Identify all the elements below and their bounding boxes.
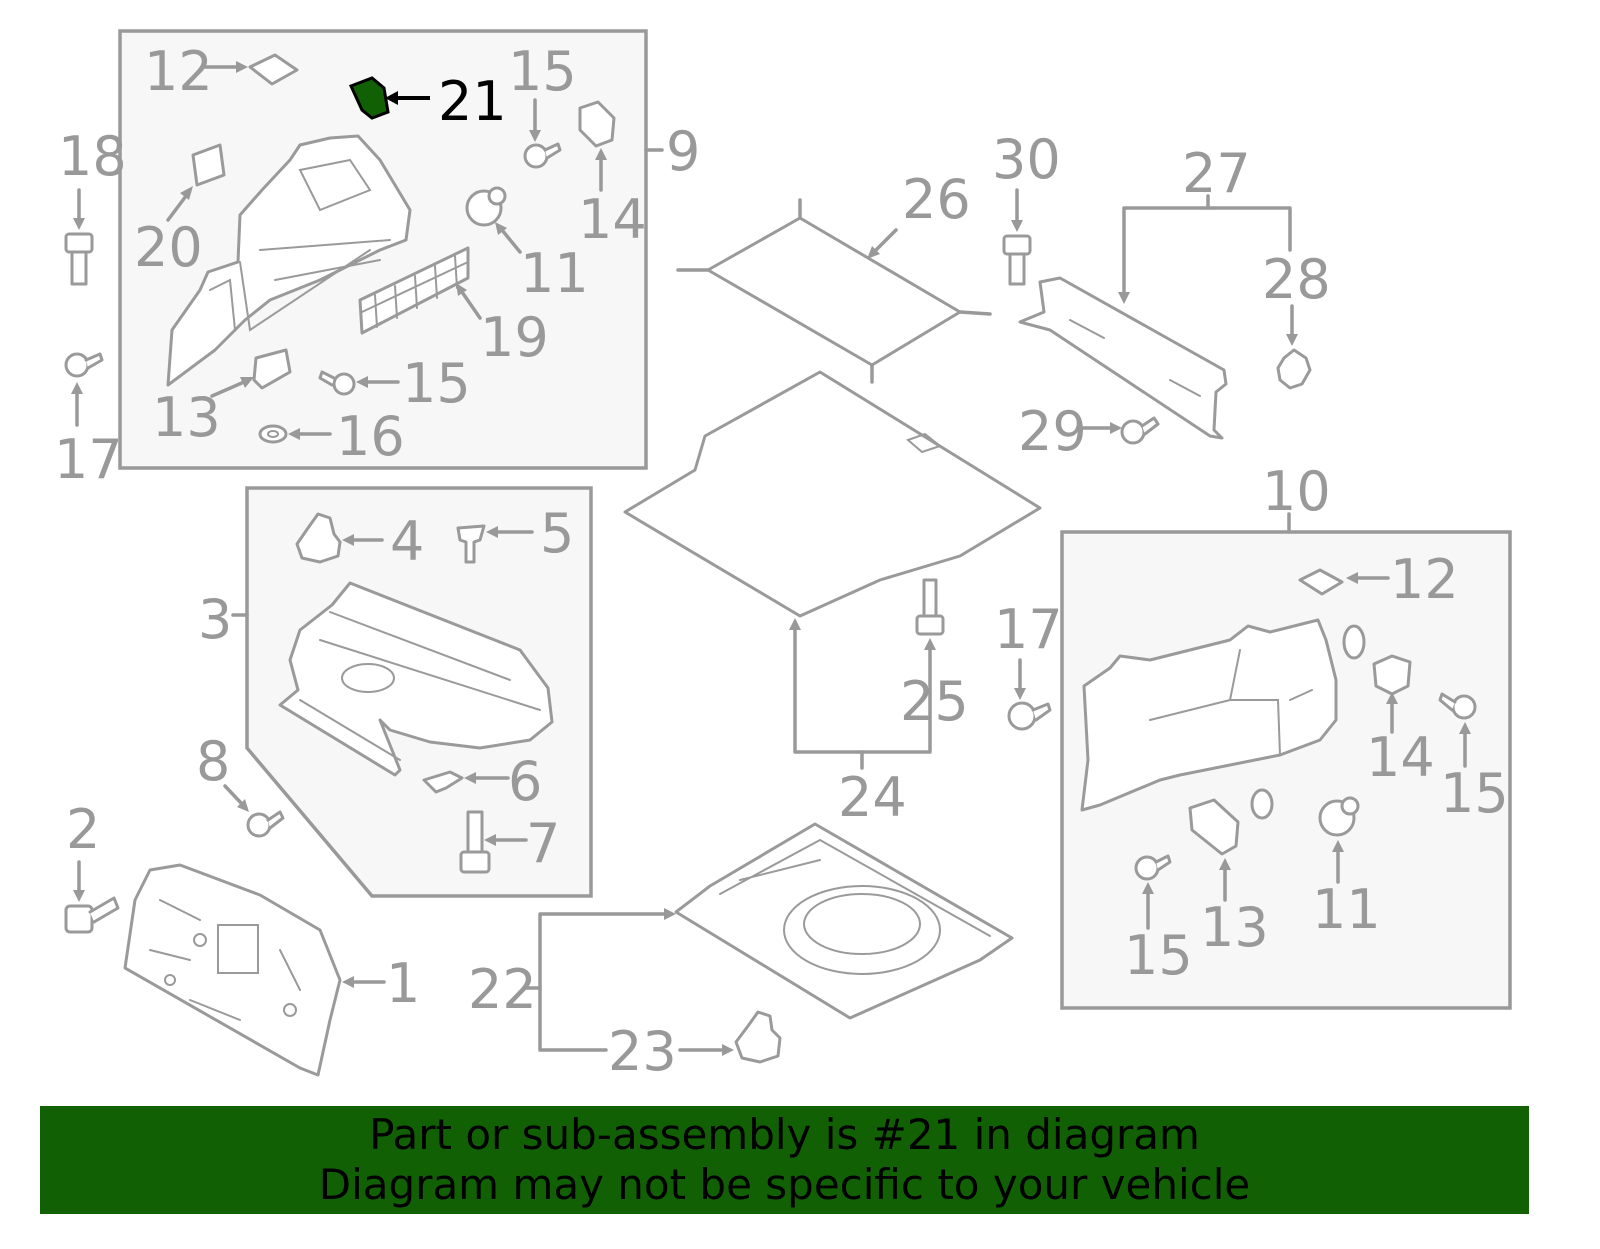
- part-20-bracket: [191, 143, 226, 187]
- part-19-mesh-panel: [358, 246, 470, 335]
- callout-13-right: 13: [1200, 896, 1269, 959]
- callout-8: 8: [196, 730, 230, 793]
- part-5-pin: [456, 524, 486, 564]
- part-12-clip-left: [248, 53, 299, 86]
- part-28-clip: [1276, 348, 1312, 390]
- right-oval-grommet-top: [1342, 624, 1366, 660]
- callout-12-left: 12: [144, 40, 213, 103]
- callout-1: 1: [386, 952, 420, 1015]
- part-15-screw-left-top: [523, 142, 562, 169]
- callout-29: 29: [1018, 400, 1087, 463]
- callout-10: 10: [1262, 460, 1331, 523]
- callout-17-right: 17: [994, 598, 1063, 661]
- callout-19: 19: [480, 306, 549, 369]
- callout-15-left-lower: 15: [402, 352, 471, 415]
- callout-11-right: 11: [1312, 878, 1381, 941]
- part-26-tonneau-cover: [676, 198, 992, 384]
- box-right-trim-group-10: [1060, 530, 1512, 1010]
- part-12-clip-right: [1298, 568, 1344, 596]
- part-11-fastener-left: [465, 186, 507, 227]
- part-11-fastener-right: [1318, 796, 1360, 837]
- callout-5: 5: [540, 502, 574, 565]
- callout-7: 7: [526, 812, 560, 875]
- callout-14-left: 14: [578, 188, 647, 251]
- callout-15-top-left: 15: [508, 40, 577, 103]
- part-17-screw-right: [1007, 701, 1052, 731]
- part-17-screw-left: [64, 352, 104, 378]
- callout-25: 25: [900, 670, 969, 733]
- part-29-screw: [1120, 416, 1160, 445]
- callout-27: 27: [1182, 142, 1251, 205]
- callout-2: 2: [66, 798, 100, 861]
- part-14-grommet-left: [578, 100, 616, 148]
- left-quarter-trim-panel: [166, 134, 412, 387]
- info-banner: Part or sub-assembly is #21 in diagram D…: [40, 1106, 1529, 1214]
- callout-15-right-lower: 15: [1124, 924, 1193, 987]
- callout-26: 26: [902, 168, 971, 231]
- part-8-screw: [246, 810, 285, 838]
- callout-4: 4: [390, 510, 424, 573]
- callout-13-left: 13: [152, 386, 221, 449]
- callout-22: 22: [468, 958, 537, 1021]
- part-13-grommet-left: [252, 348, 292, 390]
- banner-line-2: Diagram may not be specific to your vehi…: [318, 1160, 1251, 1209]
- callout-numbers: 12 21 15 9 18 20 14 11 19 15 13 16 17 4 …: [54, 40, 1509, 1083]
- callout-14-right: 14: [1366, 726, 1435, 789]
- part-1-trunk-lid-trim: [123, 863, 342, 1077]
- part-2-bolt: [64, 896, 120, 934]
- part-22-storage-tray: [674, 822, 1014, 1020]
- part-24-cargo-mat: [623, 370, 1042, 618]
- callout-20: 20: [134, 216, 203, 279]
- part-25-bolt: [915, 578, 945, 636]
- part-30-bolt: [1002, 234, 1032, 286]
- part-14-grommet-right: [1372, 654, 1412, 696]
- callout-6: 6: [508, 750, 542, 813]
- part-7-bolt: [459, 810, 491, 874]
- callout-24: 24: [838, 766, 907, 829]
- part-27-rear-garnish: [1018, 276, 1228, 440]
- callout-17-left: 17: [54, 428, 123, 491]
- part-15-screw-right-lower: [1134, 854, 1172, 881]
- banner-line-1: Part or sub-assembly is #21 in diagram: [369, 1110, 1200, 1159]
- part-21-highlighted: [348, 76, 390, 120]
- callout-12-right: 12: [1390, 548, 1459, 611]
- callout-16: 16: [336, 405, 405, 468]
- part-18-bolt: [64, 232, 94, 286]
- callout-28: 28: [1262, 248, 1331, 311]
- part-15-screw-right-upper: [1438, 692, 1477, 720]
- callout-15-right-upper: 15: [1440, 762, 1509, 825]
- part-4-clip: [295, 512, 342, 564]
- callout-11-left: 11: [520, 242, 589, 305]
- leader-lines: [71, 61, 1471, 1056]
- callout-18: 18: [58, 125, 127, 188]
- part-16-washer: [258, 424, 288, 444]
- right-oval-grommet-bottom: [1250, 788, 1274, 820]
- callout-21-highlighted: 21: [438, 70, 507, 133]
- callout-30: 30: [992, 128, 1061, 191]
- part-15-screw-left-low: [318, 370, 356, 396]
- callout-23: 23: [608, 1020, 677, 1083]
- part-13-grommet-right: [1188, 798, 1240, 856]
- part-23-clip: [734, 1010, 782, 1064]
- part-6-clip: [422, 770, 464, 794]
- right-quarter-trim-panel: [1080, 618, 1338, 812]
- callout-3: 3: [198, 588, 232, 651]
- callout-9: 9: [666, 120, 700, 183]
- part-3-package-tray: [278, 581, 554, 777]
